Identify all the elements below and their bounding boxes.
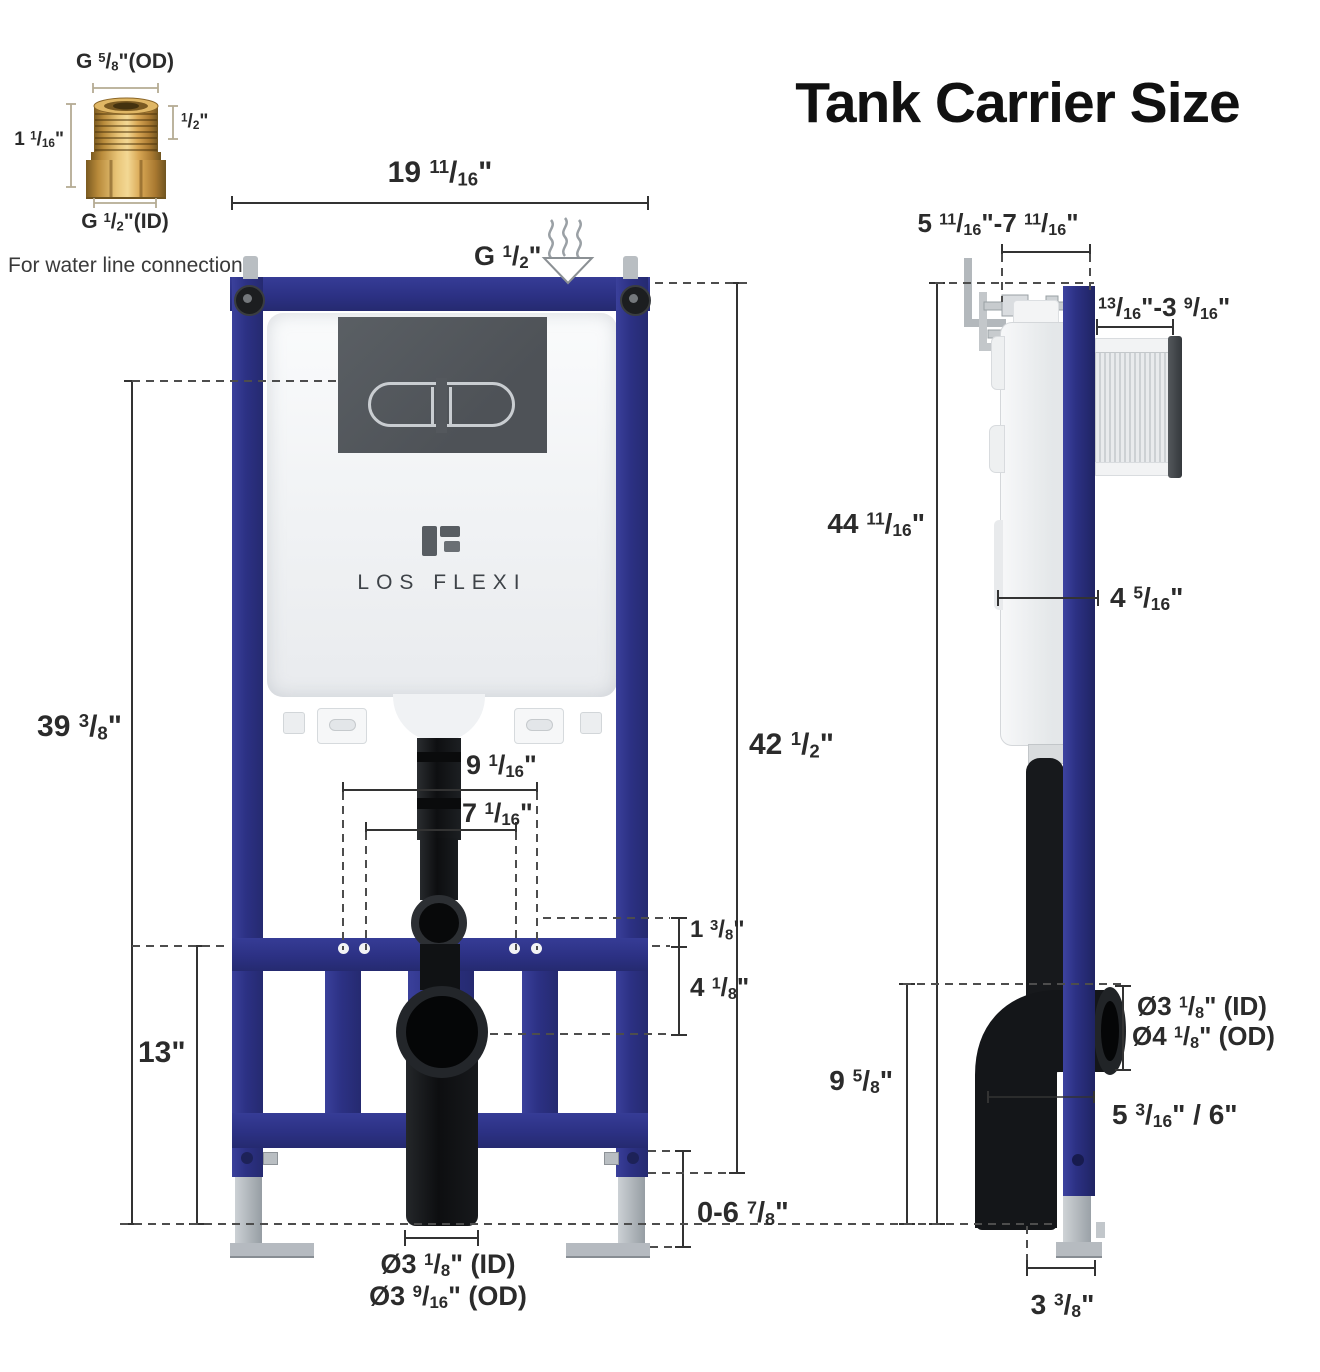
fitting-dim-top: G 5/8"(OD) — [76, 49, 174, 74]
flush-pipe-connector — [420, 944, 460, 990]
frame-right-leg — [616, 277, 648, 1177]
dim-side-foot-depth: 3 3/8" — [1030, 1289, 1095, 1322]
leg-bolt-left — [263, 1152, 278, 1165]
side-foot-tab — [1096, 1222, 1105, 1238]
flush-button-edge-left — [431, 387, 434, 425]
actuator-end-plate — [1168, 336, 1182, 478]
dim-side-actuator-depth-range: 13/16"-3 9/16" — [1098, 292, 1231, 323]
fixing-hole-2 — [359, 943, 370, 954]
dim-side-outlet-id: Ø3 1/8" (ID) — [1137, 991, 1267, 1022]
drain-elbow — [396, 986, 488, 1078]
los-flexi-logo-text: LOS FLEXI — [357, 571, 527, 594]
flush-pipe-band-1 — [417, 752, 461, 762]
dim-foot-adjust-range: 0-6 7/8" — [697, 1197, 789, 1230]
dim-side-outlet-center-height: 9 5/8" — [829, 1065, 893, 1098]
fixing-hole-3 — [509, 943, 520, 954]
frame-screw-right-pin — [629, 294, 638, 303]
side-tank-bump-1 — [991, 336, 1005, 390]
actuator-housing — [1095, 352, 1173, 464]
dim-front-inlet: G 1/2" — [474, 241, 542, 272]
dim-side-outlet-pipe-length: 5 3/16" / 6" — [1112, 1099, 1238, 1132]
tank-clip-left-slot — [329, 719, 356, 731]
side-tank — [1000, 322, 1066, 746]
dim-fixing-hole-gap: 1 3/8" — [690, 916, 745, 944]
frame-top-bar — [230, 277, 650, 311]
dim-flush-pipe-offset-outer: 9 1/16" — [466, 750, 537, 781]
leg-screw-left — [241, 1152, 253, 1164]
side-drain-elbow — [975, 987, 1126, 1230]
dim-hole-to-drain-center: 4 1/8" — [690, 972, 750, 1003]
dim-drain-od: Ø3 9/16" (OD) — [369, 1281, 527, 1312]
dim-drain-id: Ø3 1/8" (ID) — [380, 1249, 516, 1280]
frame-peg-left — [243, 256, 258, 279]
actuator-housing-bottom-flange — [1095, 462, 1173, 476]
tank-outlet-boss — [393, 694, 485, 742]
dim-flush-pipe-offset-inner: 7 1/16" — [462, 798, 533, 829]
dim-side-depth-range: 5 11/16"-7 11/16" — [917, 208, 1079, 239]
foot-left-post — [235, 1177, 262, 1249]
frame-strut-right — [522, 971, 558, 1113]
tank-clip-small-right — [580, 712, 602, 734]
foot-right-post — [618, 1177, 645, 1249]
frame-screw-left-pin — [243, 294, 252, 303]
los-flexi-logo-icon — [422, 526, 460, 556]
dim-front-width: 19 11/16" — [387, 156, 493, 190]
water-inlet-icon — [541, 217, 595, 285]
dim-side-overall-height: 44 11/16" — [827, 508, 925, 541]
dim-side-outlet-od: Ø4 1/8" (OD) — [1132, 1021, 1275, 1052]
side-tank-bump-3 — [994, 520, 1003, 610]
side-foot-post — [1063, 1196, 1091, 1246]
fixing-hole-1 — [338, 943, 349, 954]
flush-pipe-band-2 — [417, 798, 461, 809]
dim-front-frame-height: 39 3/8" — [37, 710, 122, 744]
fitting-dim-left: 1 1/16" — [14, 129, 64, 151]
tank-clip-small-left — [283, 712, 305, 734]
side-tank-bump-2 — [989, 425, 1005, 473]
fitting-dim-bottom: G 1/2"(ID) — [81, 209, 169, 234]
flush-pipe-elbow — [411, 895, 467, 951]
frame-left-leg — [232, 277, 263, 1177]
leg-bolt-right — [604, 1152, 619, 1165]
brass-fitting-illustration — [86, 97, 166, 199]
page-title: Tank Carrier Size — [795, 71, 1240, 135]
foot-right-base — [566, 1243, 650, 1258]
frame-strut-left — [325, 971, 361, 1113]
flush-button-edge-right — [449, 387, 452, 425]
dim-side-tank-depth: 4 5/16" — [1110, 582, 1184, 615]
side-rail — [1063, 286, 1095, 1196]
fixing-hole-4 — [531, 943, 542, 954]
side-flush-pipe — [1026, 758, 1064, 998]
side-foot-base — [1056, 1242, 1102, 1258]
fitting-dim-right: 1/2" — [181, 111, 209, 133]
foot-left-base — [230, 1243, 314, 1258]
flush-pipe-lower — [420, 838, 458, 900]
frame-peg-right — [623, 256, 638, 279]
dim-front-lower-bar-height: 13" — [138, 1036, 186, 1069]
side-rail-bolt — [1072, 1154, 1084, 1166]
fitting-caption: For water line connection — [8, 254, 243, 277]
dim-front-overall-height: 42 1/2" — [749, 728, 834, 762]
tank-clip-right-slot — [526, 719, 553, 731]
leg-screw-right — [627, 1152, 639, 1164]
flush-buttons-divider — [436, 378, 447, 433]
